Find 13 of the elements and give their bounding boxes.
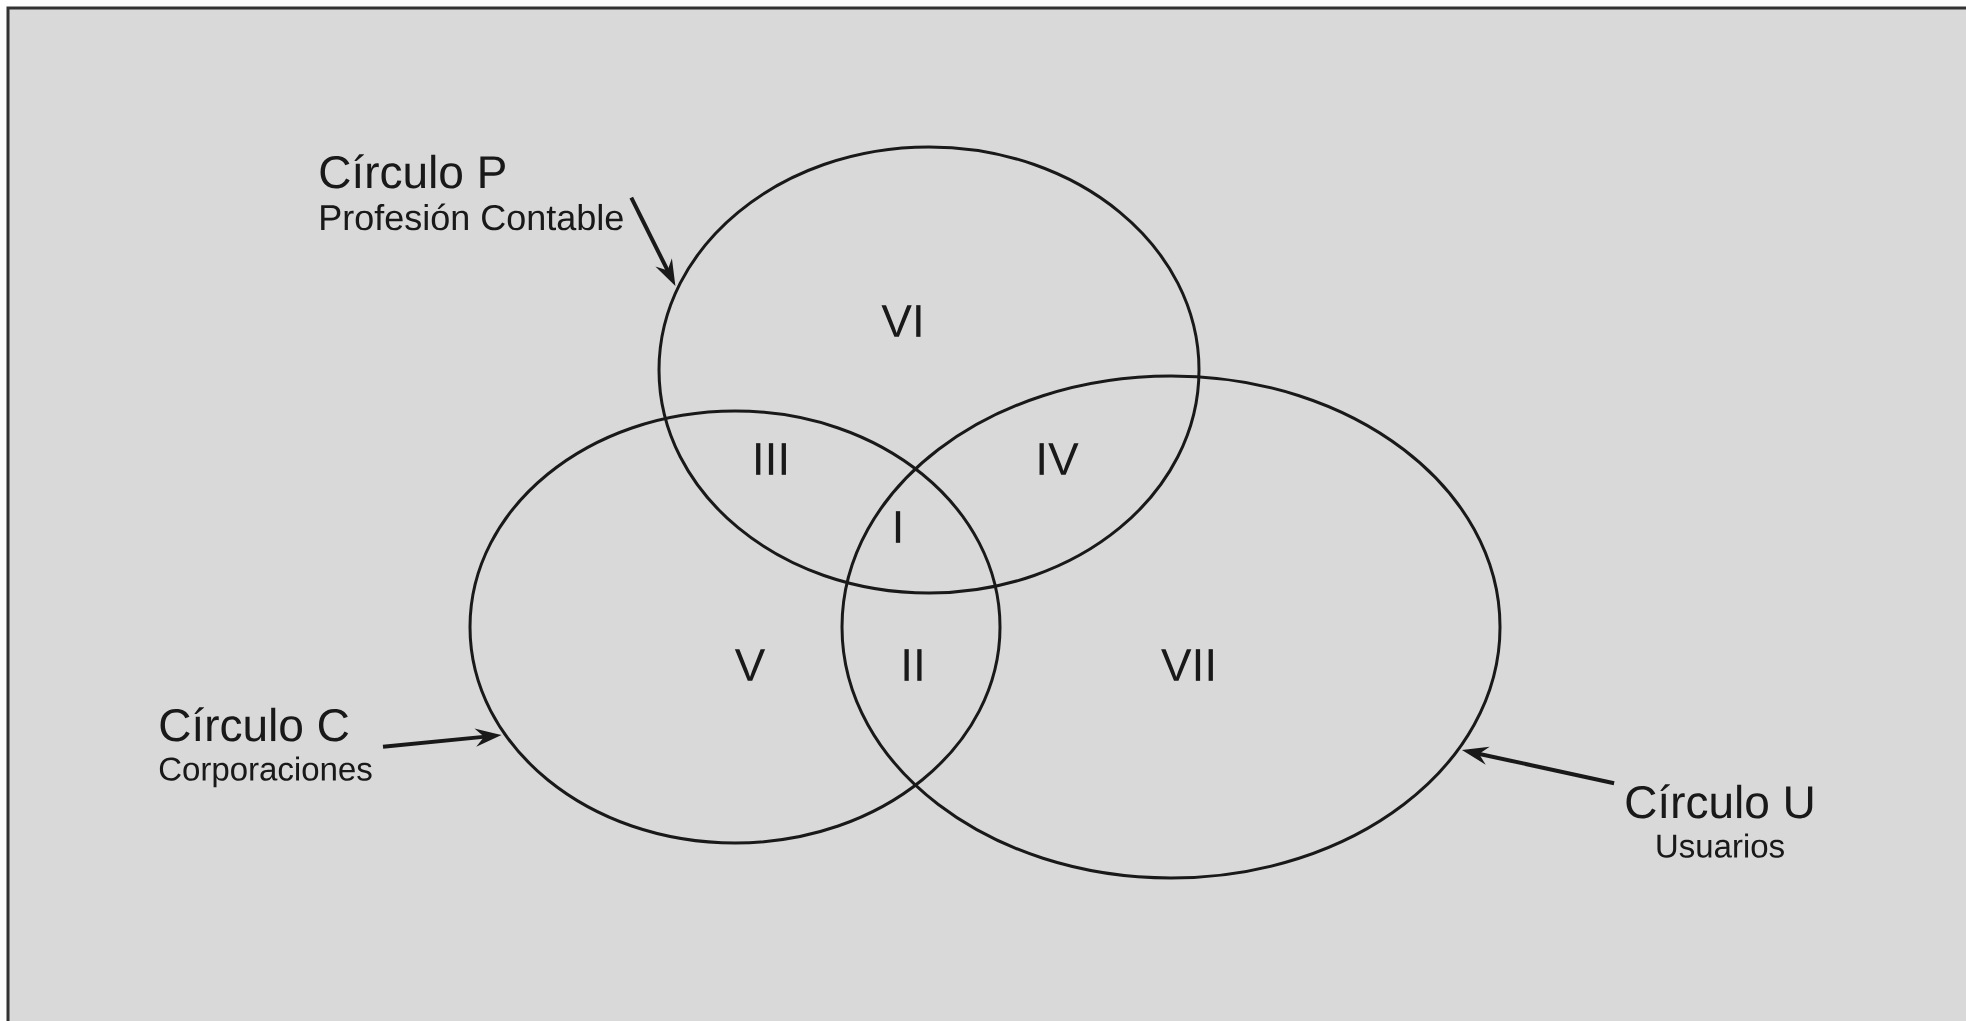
region-label: II — [904, 649, 922, 681]
region-label: III — [756, 443, 786, 475]
region-label: V — [734, 649, 766, 681]
region-label: I — [895, 511, 901, 543]
region-label: IV — [1039, 443, 1079, 475]
venn-ellipse — [468, 409, 1002, 845]
venn-ellipse — [657, 145, 1201, 595]
callout-text: Círculo P Profesión Contable — [320, 154, 623, 231]
callout-text: Círculo C Corporaciones — [159, 707, 372, 788]
region-label: VI — [881, 305, 921, 337]
region-label: VII — [1161, 649, 1213, 681]
venn-ellipse — [840, 374, 1502, 880]
callout-text: Círculo U Usuarios — [1626, 784, 1813, 858]
